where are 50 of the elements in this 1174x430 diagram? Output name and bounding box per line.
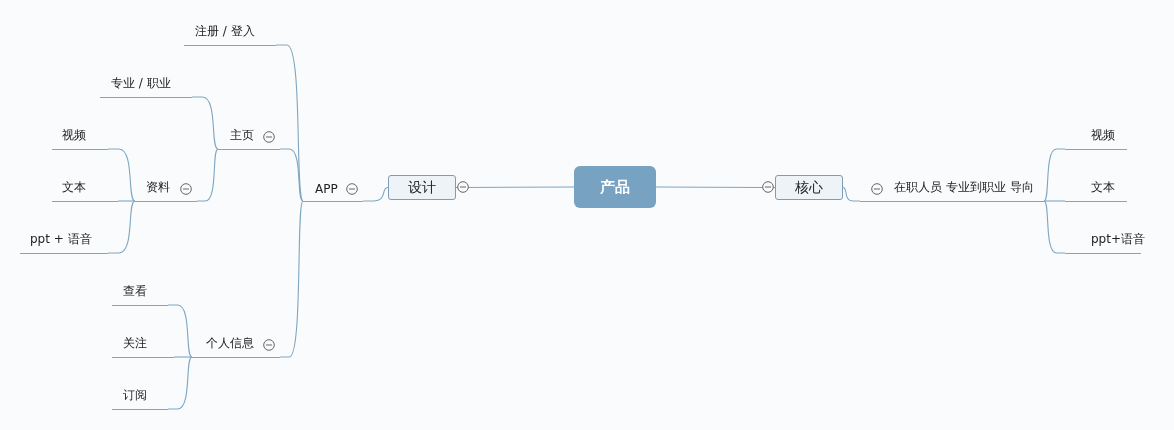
topic-label: 视频 — [1091, 127, 1115, 144]
topic-label: 主页 — [230, 127, 254, 144]
branch-line — [167, 304, 193, 358]
central-topic-box: 产品 — [574, 166, 656, 208]
topic-underline — [112, 282, 168, 306]
branch-line — [1043, 200, 1066, 254]
main-topic-box: 核心 — [775, 175, 843, 200]
topic-underline — [135, 178, 197, 202]
branch-line — [117, 200, 136, 202]
topic-underline — [100, 74, 192, 98]
topic-underline — [20, 230, 108, 254]
branch-line — [107, 200, 136, 254]
branch-line — [842, 186, 861, 202]
topic-label: ppt+语音 — [1091, 231, 1145, 248]
topic-underline — [860, 178, 1044, 202]
topic-underline — [184, 22, 276, 46]
topic-label: APP — [315, 182, 338, 196]
topic-label: 文本 — [1091, 179, 1115, 196]
branch-line — [455, 186, 575, 189]
branch-line — [173, 356, 193, 358]
topic-label: 在职人员 专业到职业 导向 — [894, 179, 1034, 196]
topic-underline — [52, 126, 108, 150]
main-topic-box: 设计 — [388, 175, 456, 200]
topic-label: 专业 / 职业 — [111, 75, 171, 92]
branch-line — [1043, 200, 1066, 202]
branch-line — [107, 148, 136, 202]
topic-label: 资料 — [146, 179, 170, 196]
topic-underline — [218, 126, 280, 150]
topic-underline — [192, 334, 280, 358]
topic-label: ppt + 语音 — [30, 231, 92, 248]
branch-line — [191, 96, 219, 150]
branch-line — [167, 356, 193, 410]
branch-line — [1043, 148, 1066, 202]
topic-underline — [112, 334, 174, 358]
topic-label: 注册 / 登入 — [195, 23, 255, 40]
branch-line — [196, 148, 219, 202]
topic-underline — [112, 386, 168, 410]
topic-label: 关注 — [123, 335, 147, 352]
branch-line — [279, 200, 304, 358]
topic-underline — [1065, 126, 1127, 150]
topic-label: 订阅 — [123, 387, 147, 404]
branch-line — [279, 148, 304, 202]
topic-underline — [1065, 178, 1127, 202]
branch-line — [655, 186, 776, 189]
topic-label: 查看 — [123, 283, 147, 300]
topic-label: 个人信息 — [206, 335, 254, 352]
topic-underline — [52, 178, 118, 202]
topic-label: 视频 — [62, 127, 86, 144]
branch-line — [362, 186, 389, 202]
topic-label: 文本 — [62, 179, 86, 196]
